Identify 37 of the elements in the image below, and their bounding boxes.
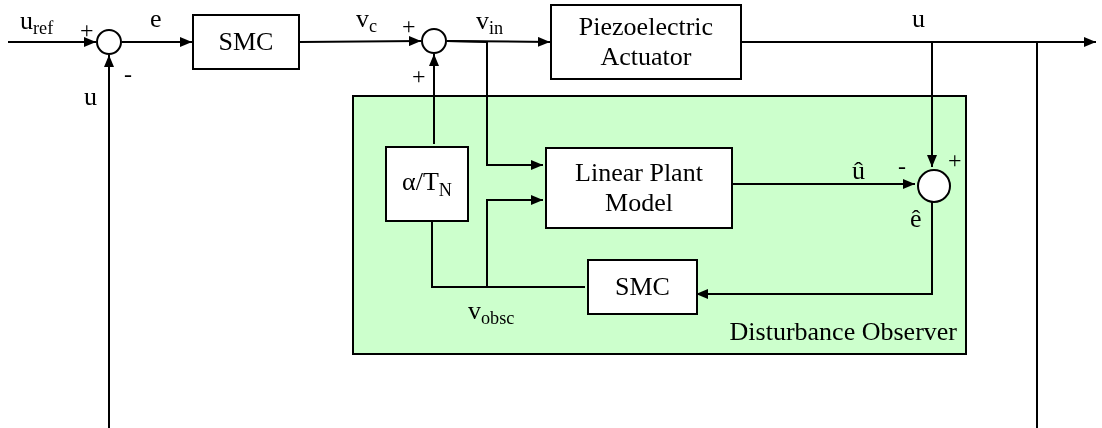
block-box (587, 259, 698, 315)
signal-arrow (7, 37, 97, 47)
edge-label: v$_{obsc}$ (468, 298, 515, 327)
signal-arrow (121, 37, 193, 47)
sign-label: - (124, 62, 132, 86)
sign-label: + (402, 14, 416, 38)
signal-arrow (486, 195, 586, 288)
block-box (385, 146, 469, 222)
summing-junction (96, 29, 122, 55)
signal-arrow (299, 36, 422, 47)
edge-label: u$_{ref}$ (20, 8, 54, 37)
edge-label: û (852, 158, 865, 184)
block-label: SMC (615, 272, 670, 302)
block-box (550, 4, 742, 80)
sign-label: - (898, 154, 906, 178)
signal-arrow (446, 40, 544, 170)
edge-label: u (84, 84, 97, 110)
summing-junction (421, 28, 447, 54)
block-box (545, 147, 733, 229)
signal-arrow (104, 41, 1038, 428)
edge-label: v$_{in}$ (476, 8, 504, 37)
sign-label: + (80, 18, 94, 42)
edge-label: v$_{c}$ (356, 6, 378, 35)
edge-label: u (912, 6, 925, 32)
sign-label: + (948, 148, 962, 172)
summing-junction (917, 169, 951, 203)
sign-label: + (412, 64, 426, 88)
edge-label: ê (910, 206, 922, 232)
panel-title: Disturbance Observer (729, 317, 957, 347)
observer-panel (352, 95, 967, 355)
edge-label: e (150, 6, 162, 32)
block-label: α/T$_{N}$ (402, 166, 452, 202)
block-box (192, 14, 300, 70)
block-label: Linear Plant Model (574, 158, 704, 218)
block-label: SMC (218, 27, 274, 57)
signal-arrow (429, 53, 439, 145)
block-label: Piezoelectric Actuator (577, 12, 715, 72)
